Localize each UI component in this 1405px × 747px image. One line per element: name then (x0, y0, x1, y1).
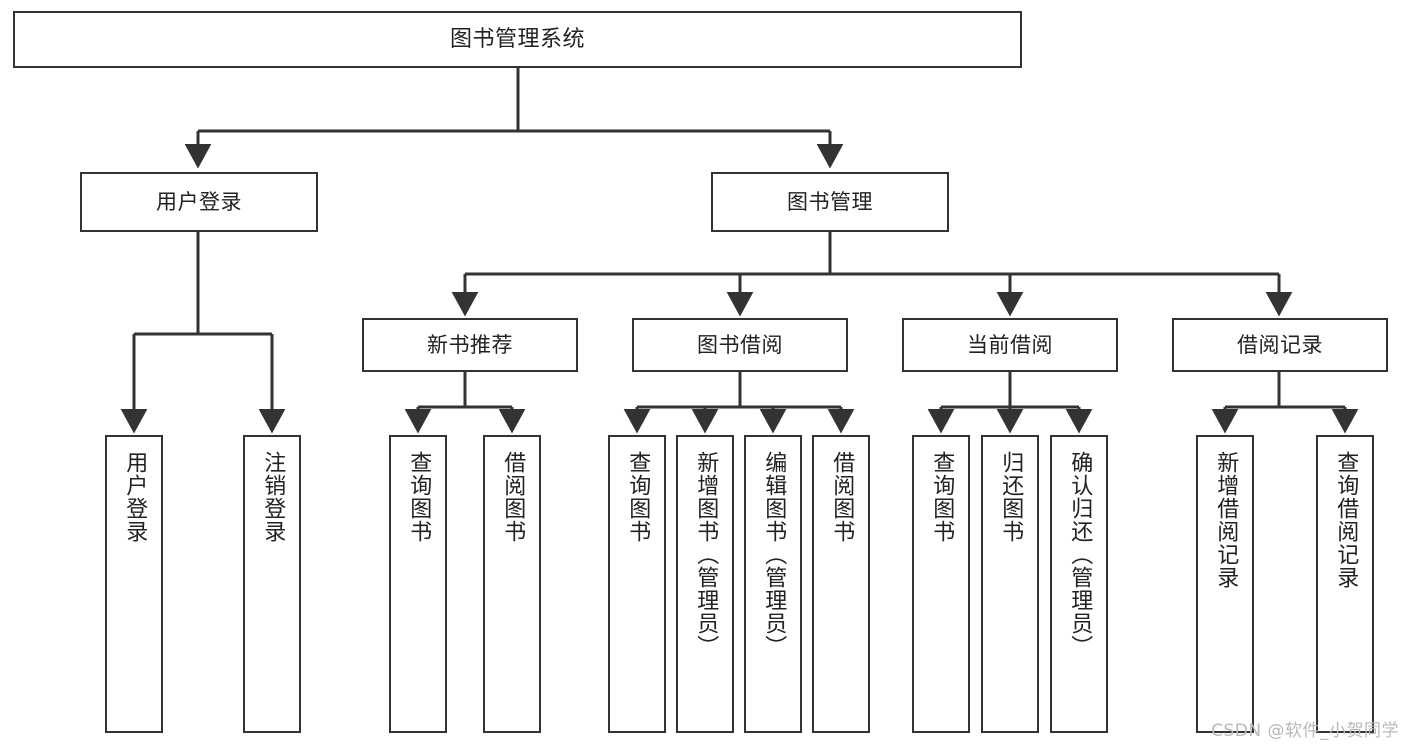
node-label: 图书管理系统 (449, 26, 585, 52)
leaf-borrow-add-book-admin[interactable]: 新增图书（管理员） (676, 435, 734, 733)
node-label: 查询借阅记录 (1333, 451, 1359, 589)
leaf-user-login-logout[interactable]: 注销登录 (243, 435, 301, 733)
node-label: 归还图书 (998, 451, 1024, 543)
node-label: 用户登录 (156, 189, 242, 214)
node-book-management[interactable]: 图书管理 (711, 172, 949, 232)
node-label: 新书推荐 (427, 332, 513, 357)
node-label: 查询图书 (625, 451, 651, 543)
node-label: 确认归还（管理员） (1067, 451, 1093, 658)
leaf-current-return-book[interactable]: 归还图书 (981, 435, 1039, 733)
leaf-record-query-record[interactable]: 查询借阅记录 (1316, 435, 1374, 733)
node-label: 编辑图书（管理员） (761, 451, 787, 658)
node-label: 当前借阅 (967, 332, 1053, 357)
leaf-recommend-query-book[interactable]: 查询图书 (389, 435, 447, 733)
node-label: 查询图书 (929, 451, 955, 543)
leaf-record-add-record[interactable]: 新增借阅记录 (1196, 435, 1254, 733)
leaf-user-login-login[interactable]: 用户登录 (105, 435, 163, 733)
node-borrow-record[interactable]: 借阅记录 (1172, 318, 1388, 372)
watermark: CSDN @软件_小贺同学 (1211, 721, 1399, 741)
leaf-borrow-borrow-book[interactable]: 借阅图书 (812, 435, 870, 733)
node-current-borrow[interactable]: 当前借阅 (902, 318, 1118, 372)
leaf-current-query-book[interactable]: 查询图书 (912, 435, 970, 733)
node-label: 注销登录 (260, 451, 286, 543)
node-label: 借阅图书 (829, 451, 855, 543)
node-label: 借阅图书 (500, 451, 526, 543)
leaf-borrow-edit-book-admin[interactable]: 编辑图书（管理员） (744, 435, 802, 733)
node-label: 新增借阅记录 (1213, 451, 1239, 589)
node-new-book-recommend[interactable]: 新书推荐 (362, 318, 578, 372)
node-book-borrow[interactable]: 图书借阅 (632, 318, 848, 372)
node-label: 图书借阅 (697, 332, 783, 357)
node-label: 借阅记录 (1237, 332, 1323, 357)
node-label: 新增图书（管理员） (693, 451, 719, 658)
node-label: 查询图书 (406, 451, 432, 543)
node-user-login[interactable]: 用户登录 (80, 172, 318, 232)
node-root-system[interactable]: 图书管理系统 (13, 11, 1022, 68)
leaf-current-confirm-return-admin[interactable]: 确认归还（管理员） (1050, 435, 1108, 733)
leaf-borrow-query-book[interactable]: 查询图书 (608, 435, 666, 733)
leaf-recommend-borrow-book[interactable]: 借阅图书 (483, 435, 541, 733)
node-label: 图书管理 (787, 189, 873, 214)
node-label: 用户登录 (122, 451, 148, 543)
